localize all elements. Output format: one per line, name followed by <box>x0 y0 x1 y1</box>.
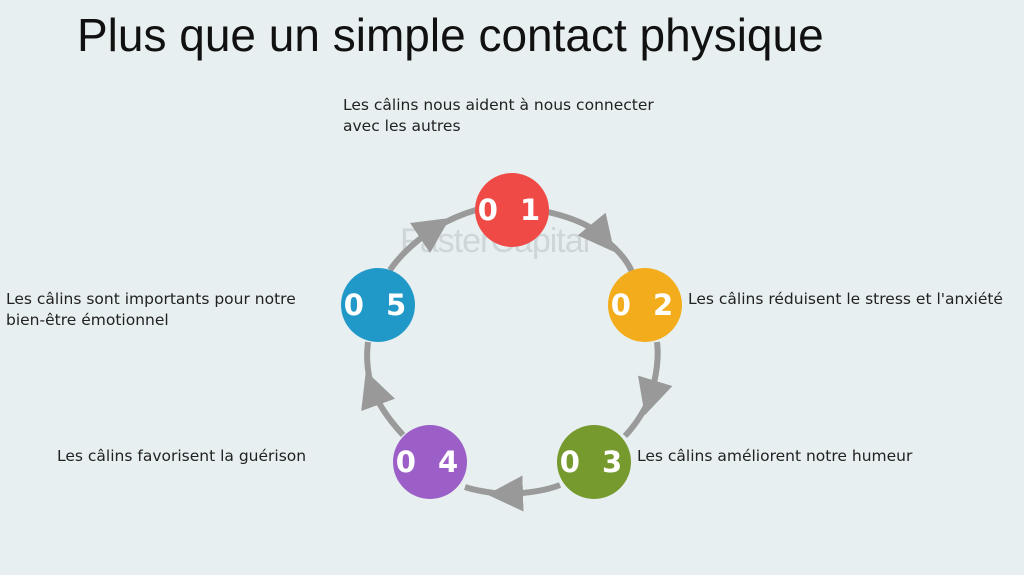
step-04-text: Les câlins favorisent la guérison <box>57 447 307 465</box>
step-03-text: Les câlins améliorent notre humeur <box>637 447 913 465</box>
arrow-04-05 <box>361 371 406 438</box>
step-01-line1: Les câlins nous aident à nous connecter <box>343 96 654 114</box>
step-01-line2: avec les autres <box>343 117 461 135</box>
step-05-line1: Les câlins sont importants pour notre <box>6 290 296 308</box>
step-05-line2: bien-être émotionnel <box>6 311 169 329</box>
slide-title: Plus que un simple contact physique <box>77 9 824 61</box>
step-05-text: Les câlins sont importants pour notre bi… <box>6 289 296 331</box>
arrow-03-04 <box>487 475 562 512</box>
step-01-text: Les câlins nous aident à nous connecter … <box>343 95 654 137</box>
step-node-03: 0 3 <box>557 425 631 499</box>
step-node-04: 0 4 <box>393 425 467 499</box>
arrow-02-03 <box>637 341 673 416</box>
arrow-01-02 <box>547 209 615 252</box>
step-node-01: 0 1 <box>475 173 549 247</box>
step-02-text: Les câlins réduisent le stress et l'anxi… <box>688 290 1003 308</box>
arrow-05-01 <box>387 218 450 272</box>
step-node-02: 0 2 <box>608 268 682 342</box>
step-node-05: 0 5 <box>341 268 415 342</box>
